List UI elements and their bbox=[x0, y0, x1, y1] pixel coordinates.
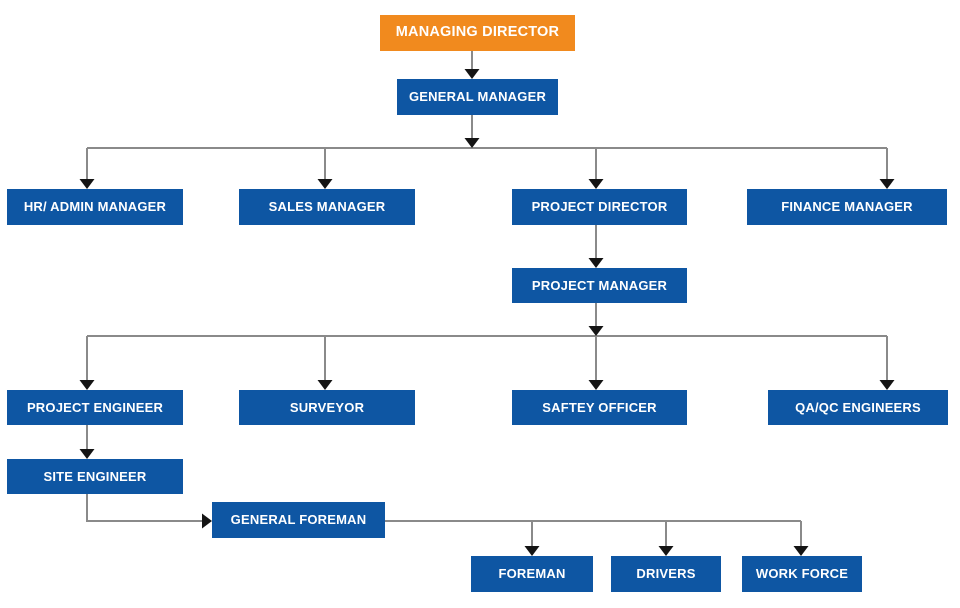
node-work-force: WORK FORCE bbox=[742, 556, 862, 592]
arrowhead-site bbox=[79, 449, 95, 459]
node-general-manager: GENERAL MANAGER bbox=[397, 79, 558, 115]
node-project-director: PROJECT DIRECTOR bbox=[512, 189, 687, 225]
node-site-engineer: SITE ENGINEER bbox=[7, 459, 183, 494]
arrowhead-surveyor bbox=[317, 380, 333, 390]
arrowhead-sales bbox=[317, 179, 333, 189]
connector-site-gf-elbow bbox=[86, 494, 202, 522]
node-foreman: FOREMAN bbox=[471, 556, 593, 592]
arrowhead-level3-junction bbox=[464, 138, 480, 148]
arrowhead-drivers bbox=[658, 546, 674, 556]
node-project-engineer: PROJECT ENGINEER bbox=[7, 390, 183, 425]
node-drivers: DRIVERS bbox=[611, 556, 721, 592]
node-sales-manager: SALES MANAGER bbox=[239, 189, 415, 225]
node-qa-qc-engineers: QA/QC ENGINEERS bbox=[768, 390, 948, 425]
node-general-foreman: GENERAL FOREMAN bbox=[212, 502, 385, 538]
arrowhead-workforce bbox=[793, 546, 809, 556]
arrowhead-pd bbox=[588, 179, 604, 189]
node-hr-admin-manager: HR/ ADMIN MANAGER bbox=[7, 189, 183, 225]
arrowhead-finance bbox=[879, 179, 895, 189]
node-managing-director: MANAGING DIRECTOR bbox=[380, 15, 575, 51]
node-project-manager: PROJECT MANAGER bbox=[512, 268, 687, 303]
arrowhead-pm bbox=[588, 258, 604, 268]
node-saftey-officer: SAFTEY OFFICER bbox=[512, 390, 687, 425]
arrowhead-pe bbox=[79, 380, 95, 390]
arrowhead-safety bbox=[588, 380, 604, 390]
arrowhead-qaqc bbox=[879, 380, 895, 390]
arrowhead-foreman bbox=[524, 546, 540, 556]
node-finance-manager: FINANCE MANAGER bbox=[747, 189, 947, 225]
arrowhead-level5-junction bbox=[588, 326, 604, 336]
arrowhead-gm bbox=[464, 69, 480, 79]
arrowhead-gf-right bbox=[202, 513, 212, 529]
node-surveyor: SURVEYOR bbox=[239, 390, 415, 425]
arrowhead-hr bbox=[79, 179, 95, 189]
